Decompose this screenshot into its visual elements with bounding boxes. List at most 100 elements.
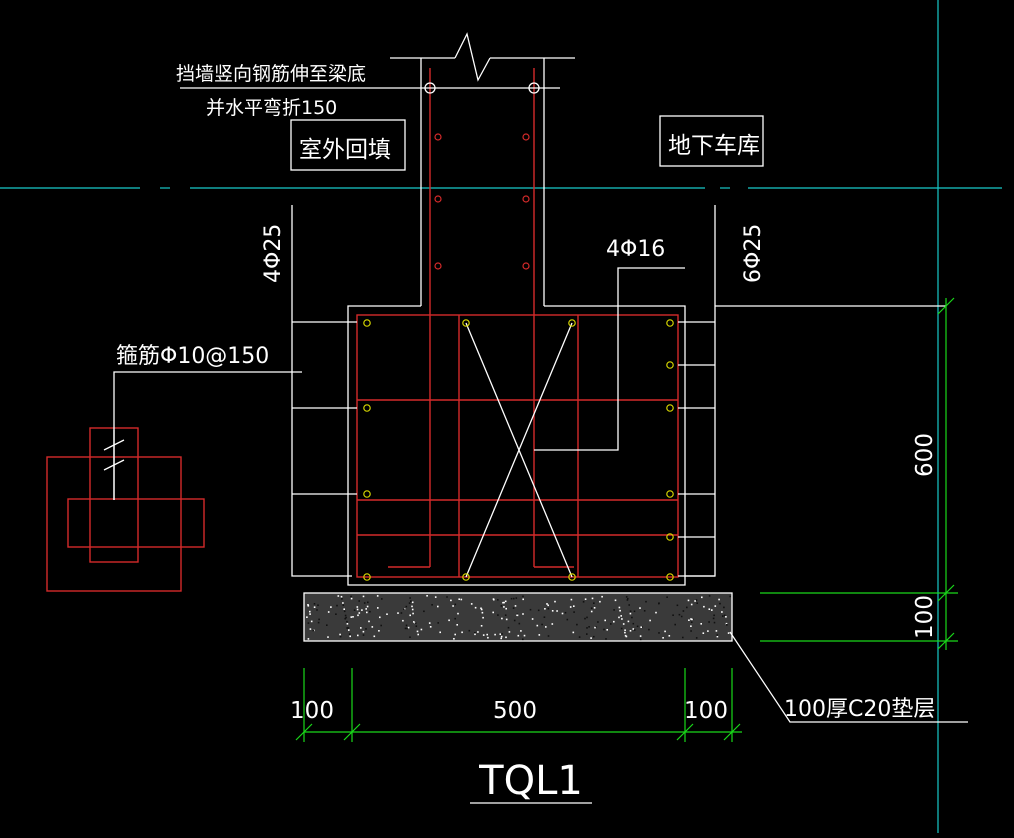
pad-speckle <box>584 617 586 620</box>
pad-speckle <box>729 595 731 598</box>
beam-bar-dot <box>666 361 674 369</box>
pad-speckle <box>603 628 605 631</box>
wall-bar-dot <box>434 133 442 141</box>
pad-speckle <box>345 616 347 619</box>
pad-speckle <box>353 609 356 611</box>
pad-speckle <box>708 621 710 623</box>
pad-speckle <box>690 630 692 632</box>
pad-speckle <box>601 595 603 598</box>
pad-speckle <box>380 624 382 627</box>
pad-speckle <box>365 628 367 630</box>
pad-speckle <box>626 599 629 601</box>
pad-speckle <box>639 635 642 637</box>
pad-speckle <box>446 596 448 598</box>
pad-speckle <box>712 617 715 620</box>
pad-speckle <box>520 630 522 632</box>
pad-speckle <box>546 603 548 605</box>
pad-speckle <box>505 636 507 639</box>
pad-label: 100厚C20垫层 <box>784 697 935 722</box>
pad-speckle <box>719 602 721 605</box>
retaining-wall <box>390 32 575 306</box>
pad-speckle <box>621 618 623 620</box>
pad-speckle <box>639 638 642 641</box>
pad-speckle <box>538 634 541 636</box>
pad-speckle <box>362 634 365 636</box>
pad-speckle <box>614 599 617 602</box>
pad-speckle <box>335 613 337 615</box>
pad-speckle <box>409 614 411 617</box>
pad-speckle <box>403 608 405 610</box>
pad-speckle <box>695 599 698 601</box>
pad-speckle <box>640 626 642 628</box>
pad-speckle <box>439 631 441 634</box>
pad-speckle <box>339 635 342 638</box>
pad-speckle <box>605 638 607 640</box>
pad-speckle <box>572 631 575 634</box>
pad-speckle <box>371 626 374 628</box>
pad-speckle <box>510 597 513 600</box>
pad-speckle <box>373 635 376 638</box>
pad-speckle <box>452 605 454 607</box>
pad-speckle <box>454 617 456 620</box>
pad-speckle <box>716 635 719 638</box>
pad-speckle <box>344 614 347 617</box>
pad-speckle <box>523 634 526 637</box>
pad-speckle <box>507 626 510 629</box>
pad-speckle <box>676 604 679 607</box>
pad-speckle <box>690 625 692 627</box>
pad-speckle <box>722 615 724 617</box>
pad-speckle <box>313 606 316 608</box>
pad-speckle <box>620 627 623 630</box>
beam-bar-dot <box>666 533 674 541</box>
pad-speckle <box>362 595 365 598</box>
pad-speckle <box>716 634 719 636</box>
pad-speckle <box>367 601 369 604</box>
beam-bar-dot <box>666 319 674 327</box>
dim-height-600: 600 <box>912 433 938 477</box>
pad-speckle <box>599 600 601 603</box>
pad-speckle <box>412 612 414 615</box>
beam-bar-dot <box>666 490 674 498</box>
pad-speckle <box>547 607 550 610</box>
pad-speckle <box>482 616 484 619</box>
pad-speckle <box>365 608 367 610</box>
pad-speckle <box>678 613 681 616</box>
pad-speckle <box>505 607 507 610</box>
pad-speckle <box>378 630 380 632</box>
pad-speckle <box>645 600 647 603</box>
pad-speckle <box>458 598 460 600</box>
pad-speckle <box>628 604 630 606</box>
pad-speckle <box>481 611 484 614</box>
pad-speckle <box>613 609 615 611</box>
pad-speckle <box>593 602 595 604</box>
pad-speckle <box>407 626 410 629</box>
pad-speckle <box>522 595 524 598</box>
pad-speckle <box>627 620 630 623</box>
pad-speckle <box>369 610 371 613</box>
pad-speckle <box>703 605 705 608</box>
pad-speckle <box>629 610 632 612</box>
wall-bar-dot <box>434 262 442 270</box>
pad-speckle <box>312 629 315 632</box>
pad-speckle <box>662 637 664 639</box>
dim-pad-100: 100 <box>912 595 938 639</box>
pad-speckle <box>453 638 455 640</box>
pad-speckle <box>682 610 685 612</box>
note-line2: 并水平弯折150 <box>206 97 337 119</box>
pad-speckle <box>713 614 715 617</box>
pad-speckle <box>721 611 723 613</box>
pad-speckle <box>541 623 543 626</box>
pad-speckle <box>499 633 502 635</box>
pad-speckle <box>477 631 479 633</box>
pad-speckle <box>480 607 482 610</box>
pad-speckle <box>593 607 596 609</box>
pad-speckle <box>343 608 345 610</box>
pad-speckle <box>694 600 696 602</box>
pad-speckle <box>544 608 546 610</box>
pad-speckle <box>497 599 499 601</box>
pad-speckle <box>316 609 318 611</box>
pad-speckle <box>480 625 483 627</box>
outside-label-box <box>290 119 406 171</box>
pad-speckle <box>327 636 329 638</box>
